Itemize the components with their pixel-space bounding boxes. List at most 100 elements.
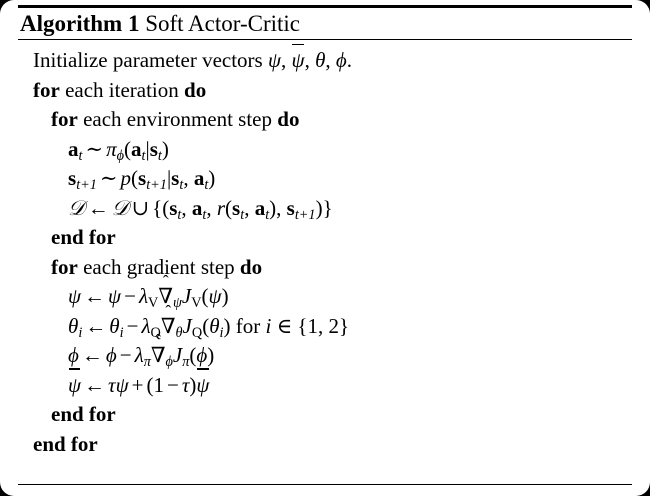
line-initialize: Initialize parameter vectors ψ, ψ, θ, ϕ. xyxy=(18,43,632,76)
symbol-reward-r: r xyxy=(216,195,226,220)
subscript-t: t xyxy=(240,206,245,223)
symbol-index-i: i xyxy=(265,313,272,338)
symbol-p: p xyxy=(120,166,132,190)
operator-assign-arrow: ← xyxy=(84,284,106,308)
subscript-V: V xyxy=(148,294,159,311)
line-end-for-gradient: end for xyxy=(18,400,632,430)
subscript-t-plus-1: t+1 xyxy=(146,176,167,193)
operator-assign-arrow: ← xyxy=(87,195,109,220)
algorithm-title: Algorithm 1 Soft Actor-Critic xyxy=(20,10,300,38)
subscript-theta: θ xyxy=(175,324,183,341)
symbol-bold-s: s xyxy=(169,195,178,220)
operator-assign-arrow: ← xyxy=(85,313,107,338)
for-gradient-text: each gradient step xyxy=(77,254,240,279)
subscript-i: i xyxy=(119,324,124,341)
symbol-phi: ϕ xyxy=(105,343,117,367)
symbol-psi: ψ xyxy=(208,284,222,308)
symbol-psi: ψ xyxy=(68,284,82,308)
symbol-dataset-D: 𝒟 xyxy=(68,195,85,220)
subscript-Q: Q xyxy=(191,324,203,341)
symbol-nabla: ∇ xyxy=(158,284,174,308)
line-replay-buffer-update: 𝒟←𝒟∪{(st, at, r(st, at), st+1)} xyxy=(68,195,333,223)
symbol-theta: θ xyxy=(109,313,120,338)
keyword-for: for xyxy=(51,254,78,279)
symbol-pi: π xyxy=(106,136,117,161)
subscript-t: t xyxy=(179,176,184,193)
keyword-for: for xyxy=(51,107,78,131)
operator-assign-arrow: ← xyxy=(81,343,103,367)
initialize-text: Initialize parameter vectors xyxy=(33,48,268,72)
symbol-bold-a: a xyxy=(254,195,266,220)
symbol-bold-s: s xyxy=(171,166,180,190)
line-for-environment-step: for each environment step do xyxy=(18,105,632,135)
symbol-bold-s: s xyxy=(286,195,295,220)
symbol-objective-J: J xyxy=(181,284,192,308)
symbol-psi: ψ xyxy=(115,372,129,397)
keyword-do: do xyxy=(239,254,263,279)
symbol-theta: θ xyxy=(315,48,326,72)
subscript-t: t xyxy=(141,147,146,164)
symbol-objective-J: J xyxy=(182,313,192,338)
line-end-for-iteration: end for xyxy=(18,430,632,460)
line-sample-next-state: st+1∼p(st+1|st, at) xyxy=(68,166,216,193)
symbol-objective-J: J xyxy=(172,343,183,367)
rule-bottom xyxy=(18,484,632,486)
for-iteration-text: each iteration xyxy=(59,77,185,102)
symbol-psi-bar: ψ xyxy=(196,368,209,401)
symbol-bold-s: s xyxy=(232,195,241,220)
subscript-pi: π xyxy=(182,353,190,370)
line-for-gradient-step: for each gradient step do xyxy=(18,253,632,283)
line-for-iteration: for each iteration do xyxy=(18,76,632,106)
subscript-t: t xyxy=(78,147,83,164)
symbol-lambda: λ xyxy=(134,343,144,367)
symbol-lambda: λ xyxy=(141,313,151,338)
symbol-tau: τ xyxy=(108,372,116,397)
hat-accent: ˆ xyxy=(162,272,169,292)
symbol-bold-a: a xyxy=(193,166,205,190)
subscript-t: t xyxy=(265,206,270,223)
line-end-for-environment: end for xyxy=(18,223,632,253)
for-plain-word: for xyxy=(235,313,261,338)
set-one-two: {1, 2} xyxy=(297,313,350,338)
symbol-psi: ψ xyxy=(108,284,122,308)
symbol-bold-s: s xyxy=(138,166,147,190)
symbol-bold-s: s xyxy=(149,136,158,161)
operator-minus: − xyxy=(126,313,139,338)
hat-accent: ˆ xyxy=(155,331,162,351)
symbol-theta: θ xyxy=(68,313,79,338)
algorithm-body: Initialize parameter vectors ψ, ψ, θ, ϕ.… xyxy=(18,43,632,460)
subscript-pi: π xyxy=(143,353,151,370)
subscript-i: i xyxy=(78,324,83,341)
symbol-theta: θ xyxy=(209,313,220,338)
symbol-psi-bar: ψ xyxy=(68,368,81,401)
keyword-do: do xyxy=(277,107,300,131)
symbol-bold-a: a xyxy=(68,136,79,161)
keyword-end-for: end for xyxy=(33,431,98,456)
keyword-do: do xyxy=(184,77,207,102)
rule-under-title xyxy=(18,39,632,41)
operator-sim: ∼ xyxy=(99,166,118,190)
subscript-t: t xyxy=(157,147,162,164)
operator-plus: + xyxy=(131,372,144,397)
subscript-t-plus-1: t+1 xyxy=(76,176,97,193)
subscript-t: t xyxy=(177,206,182,223)
subscript-phi: ϕ xyxy=(116,147,124,164)
symbol-dataset-D: 𝒟 xyxy=(111,195,129,220)
line-update-target-psi: ψ←τψ+(1−τ)ψ xyxy=(18,368,632,401)
symbol-phi: ϕ xyxy=(68,343,79,367)
subscript-psi: ψ xyxy=(173,294,182,311)
for-environment-text: each environment step xyxy=(77,107,278,131)
subscript-Q: Q xyxy=(150,324,161,341)
operator-element-of: ∈ xyxy=(276,313,293,338)
operator-minus: − xyxy=(119,343,132,367)
hat-accent: ˆ xyxy=(165,301,172,321)
symbol-bold-s: s xyxy=(68,166,77,190)
subscript-t-plus-1: t+1 xyxy=(294,206,316,223)
keyword-end-for: end for xyxy=(51,225,116,249)
algorithm-block: Algorithm 1 Soft Actor-Critic Initialize… xyxy=(18,0,632,496)
symbol-bold-a: a xyxy=(131,136,142,161)
subscript-t: t xyxy=(204,176,209,193)
symbol-phi: ϕ xyxy=(196,343,208,367)
